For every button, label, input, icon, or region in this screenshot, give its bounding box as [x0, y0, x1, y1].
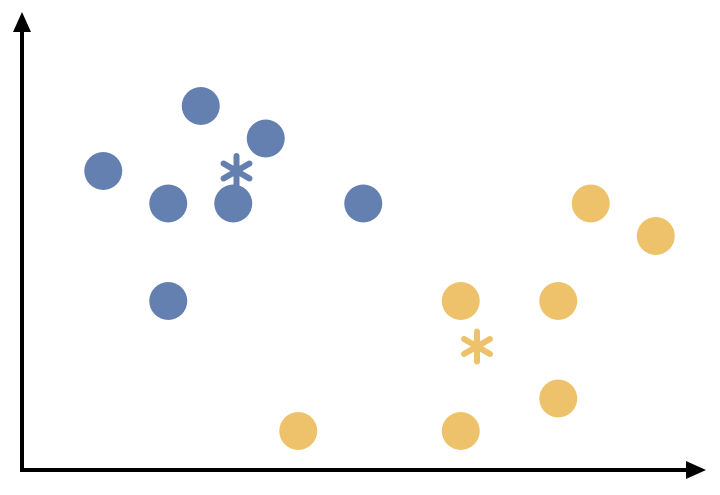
data-point [279, 412, 318, 450]
data-point [344, 184, 383, 223]
data-point [636, 217, 675, 255]
centroid-asterisk-icon [220, 153, 253, 189]
data-point [84, 152, 123, 190]
data-point [149, 282, 188, 320]
x-axis-arrow-icon [686, 461, 706, 479]
y-axis-arrow-icon [13, 12, 31, 32]
centroid-asterisk-icon [461, 328, 493, 365]
data-point [441, 412, 480, 450]
data-point [246, 119, 285, 158]
data-point [181, 87, 220, 125]
data-point [149, 184, 188, 223]
data-point [214, 184, 253, 223]
axes [13, 12, 706, 479]
data-point [539, 282, 578, 320]
data-point [539, 379, 578, 418]
data-point [441, 282, 480, 320]
data-point [571, 184, 610, 223]
data-points [84, 87, 675, 450]
